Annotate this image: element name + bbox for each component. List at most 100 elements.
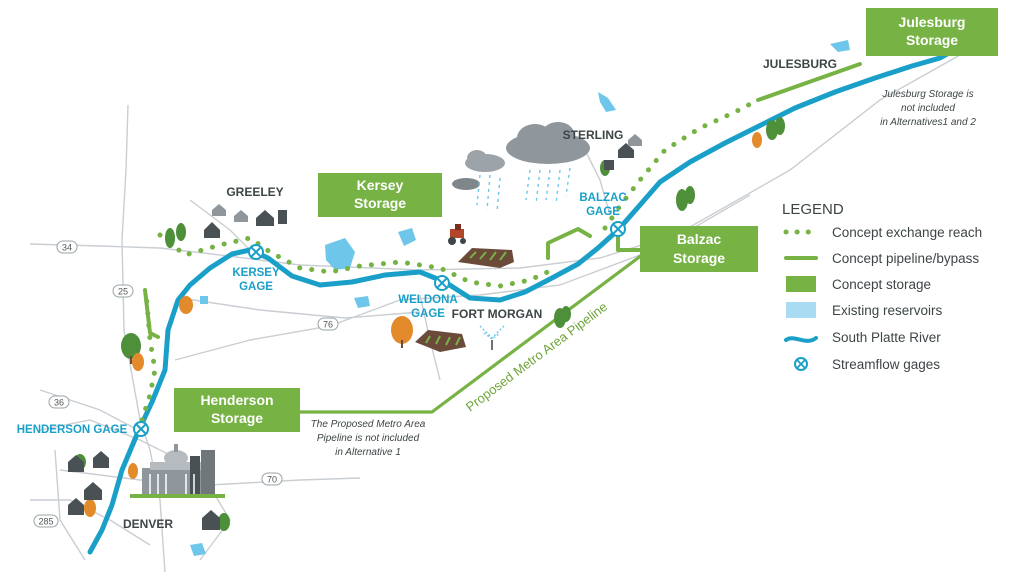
city-sterling: STERLING [563, 128, 624, 142]
storage-kersey: Kersey Storage [318, 173, 442, 217]
svg-text:Storage: Storage [354, 195, 406, 211]
house-icon [278, 210, 287, 224]
svg-text:Storage: Storage [673, 250, 725, 266]
gage-label-balzac: BALZAC [579, 192, 626, 204]
highway-shield-25: 25 [112, 284, 134, 298]
pipeline-balzac-bypass [546, 227, 592, 260]
legend: LEGEND Concept exchange reach Concept pi… [782, 201, 982, 372]
tractor-icon [448, 224, 466, 245]
house-icon [212, 204, 226, 216]
gage-label-henderson: HENDERSON GAGE [17, 424, 128, 436]
gage-label-weldona: WELDONA [398, 294, 457, 306]
svg-text:Concept pipeline/bypass: Concept pipeline/bypass [832, 251, 979, 266]
tree-icon [391, 316, 413, 348]
tree-icon [766, 120, 778, 140]
svg-text:Storage: Storage [211, 410, 263, 426]
tree-icon [84, 499, 96, 517]
svg-text:Concept exchange reach: Concept exchange reach [832, 225, 982, 240]
house-icon [202, 510, 220, 530]
svg-text:285: 285 [38, 517, 53, 527]
legend-item-gages: Streamflow gages [794, 357, 940, 372]
reservoir [830, 40, 850, 52]
svg-text:Storage: Storage [906, 32, 958, 48]
storage-henderson: Henderson Storage [174, 388, 300, 432]
streamflow-gage-icon [610, 221, 626, 237]
south-platte-river [87, 45, 961, 555]
svg-text:36: 36 [54, 398, 64, 408]
concept-exchange-reach [139, 97, 761, 423]
tree-icon [676, 189, 688, 211]
house-icon [618, 143, 634, 158]
reservoir [398, 228, 416, 246]
rain-icon [476, 167, 571, 213]
gage-label-kersey: KERSEY [232, 267, 280, 279]
legend-item-reservoirs: Existing reservoirs [786, 302, 943, 318]
road-denver-west [54, 449, 86, 561]
pipeline-balzac-connector [616, 230, 642, 252]
tree-icon [775, 117, 785, 135]
highway-shield-70: 70 [261, 472, 283, 486]
storage-balzac: Balzac Storage [640, 226, 758, 272]
gage-labels: KERSEY GAGE WELDONA GAGE BALZAC GAGE HEN… [17, 192, 627, 436]
highway-shields: 34 25 76 36 70 285 [33, 240, 339, 528]
streamflow-gage-icon [248, 244, 264, 260]
reservoir [325, 238, 355, 270]
house-icon [604, 160, 614, 170]
houses [68, 134, 642, 530]
concept-pipelines [143, 62, 862, 414]
sprinkler-icon [479, 325, 505, 350]
capitol-building-icon [130, 444, 225, 498]
crop-field-icon [415, 248, 514, 352]
gage-markers [133, 221, 626, 437]
streamflow-gage-icon [794, 357, 808, 371]
highway-shield-34: 34 [56, 240, 78, 254]
svg-text:76: 76 [323, 320, 333, 330]
legend-item-exchange-reach: Concept exchange reach [783, 225, 982, 240]
tree-icon [132, 353, 144, 371]
house-icon [93, 451, 109, 468]
city-fort-morgan: FORT MORGAN [452, 307, 543, 321]
existing-reservoirs [190, 40, 850, 556]
tree-icon [561, 306, 571, 322]
tree-icon [685, 186, 695, 204]
svg-text:in Alternative 1: in Alternative 1 [335, 447, 401, 458]
reservoir [200, 296, 208, 304]
highway-shield-285: 285 [33, 514, 59, 528]
svg-text:Pipeline is not included: Pipeline is not included [317, 433, 420, 444]
storage-julesburg: Julesburg Storage [866, 8, 998, 56]
svg-text:Julesburg: Julesburg [899, 14, 966, 30]
house-icon [68, 455, 84, 472]
tree-icon [165, 228, 175, 248]
city-julesburg: JULESBURG [763, 57, 837, 71]
gage-label-balzac-2: GAGE [586, 206, 620, 218]
house-icon [256, 210, 274, 226]
proposed-metro-area-pipeline [298, 253, 644, 414]
svg-text:Henderson: Henderson [200, 392, 273, 408]
exchange-reach-kersey [157, 232, 555, 289]
svg-text:25: 25 [118, 287, 128, 297]
legend-item-pipeline: Concept pipeline/bypass [784, 251, 979, 266]
gage-label-weldona-2: GAGE [411, 308, 445, 320]
exchange-reach-sterling [602, 97, 761, 231]
svg-text:Streamflow gages: Streamflow gages [832, 357, 940, 372]
highway-shield-36: 36 [48, 395, 70, 409]
road-greeley-n [189, 199, 251, 251]
svg-text:The Proposed Metro Area: The Proposed Metro Area [311, 419, 426, 430]
reservoir [598, 92, 616, 112]
house-icon [68, 498, 84, 515]
cloud-icon [452, 122, 590, 190]
tree-icon [121, 333, 141, 364]
pipeline-henderson-bypass [143, 288, 160, 339]
city-greeley: GREELEY [226, 185, 283, 199]
house-icon [84, 482, 102, 500]
svg-text:34: 34 [62, 243, 72, 253]
house-icon [628, 134, 642, 146]
svg-text:Existing reservoirs: Existing reservoirs [832, 303, 943, 318]
road-sterling [584, 149, 611, 216]
city-denver: DENVER [123, 517, 173, 531]
svg-text:Kersey: Kersey [357, 177, 404, 193]
legend-title: LEGEND [782, 201, 844, 218]
reservoir [190, 543, 206, 556]
svg-text:South Platte River: South Platte River [832, 330, 941, 345]
